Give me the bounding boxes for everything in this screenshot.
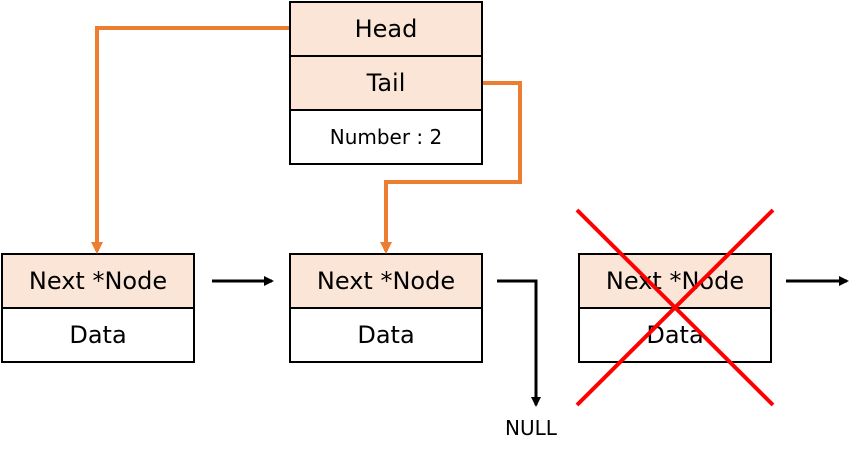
node-1-next-label: Next *Node (28, 267, 168, 295)
node-2-data-label: Data (357, 321, 415, 349)
node-1-next-field: Next *Node (1, 253, 195, 309)
count-label: Number : 2 (329, 125, 443, 149)
node-3-data-field: Data (578, 307, 772, 363)
node-2-next-field: Next *Node (289, 253, 483, 309)
tail-pointer-arrow (380, 81, 522, 254)
delete-mark-stroke-2 (575, 208, 775, 407)
null-label: NULL (505, 416, 557, 440)
tail-label: Tail (366, 69, 406, 97)
node-1-data-label: Data (69, 321, 127, 349)
node-2-next-label: Next *Node (316, 267, 456, 295)
head-field: Head (289, 1, 483, 57)
node-1-data-field: Data (1, 307, 195, 363)
head-label: Head (354, 15, 418, 43)
node-2-to-null-arrow (497, 279, 541, 407)
head-pointer-arrow (91, 26, 289, 254)
node-2-data-field: Data (289, 307, 483, 363)
count-field: Number : 2 (289, 109, 483, 165)
node-3-next-field: Next *Node (578, 253, 772, 309)
node-3-next-label: Next *Node (605, 267, 745, 295)
